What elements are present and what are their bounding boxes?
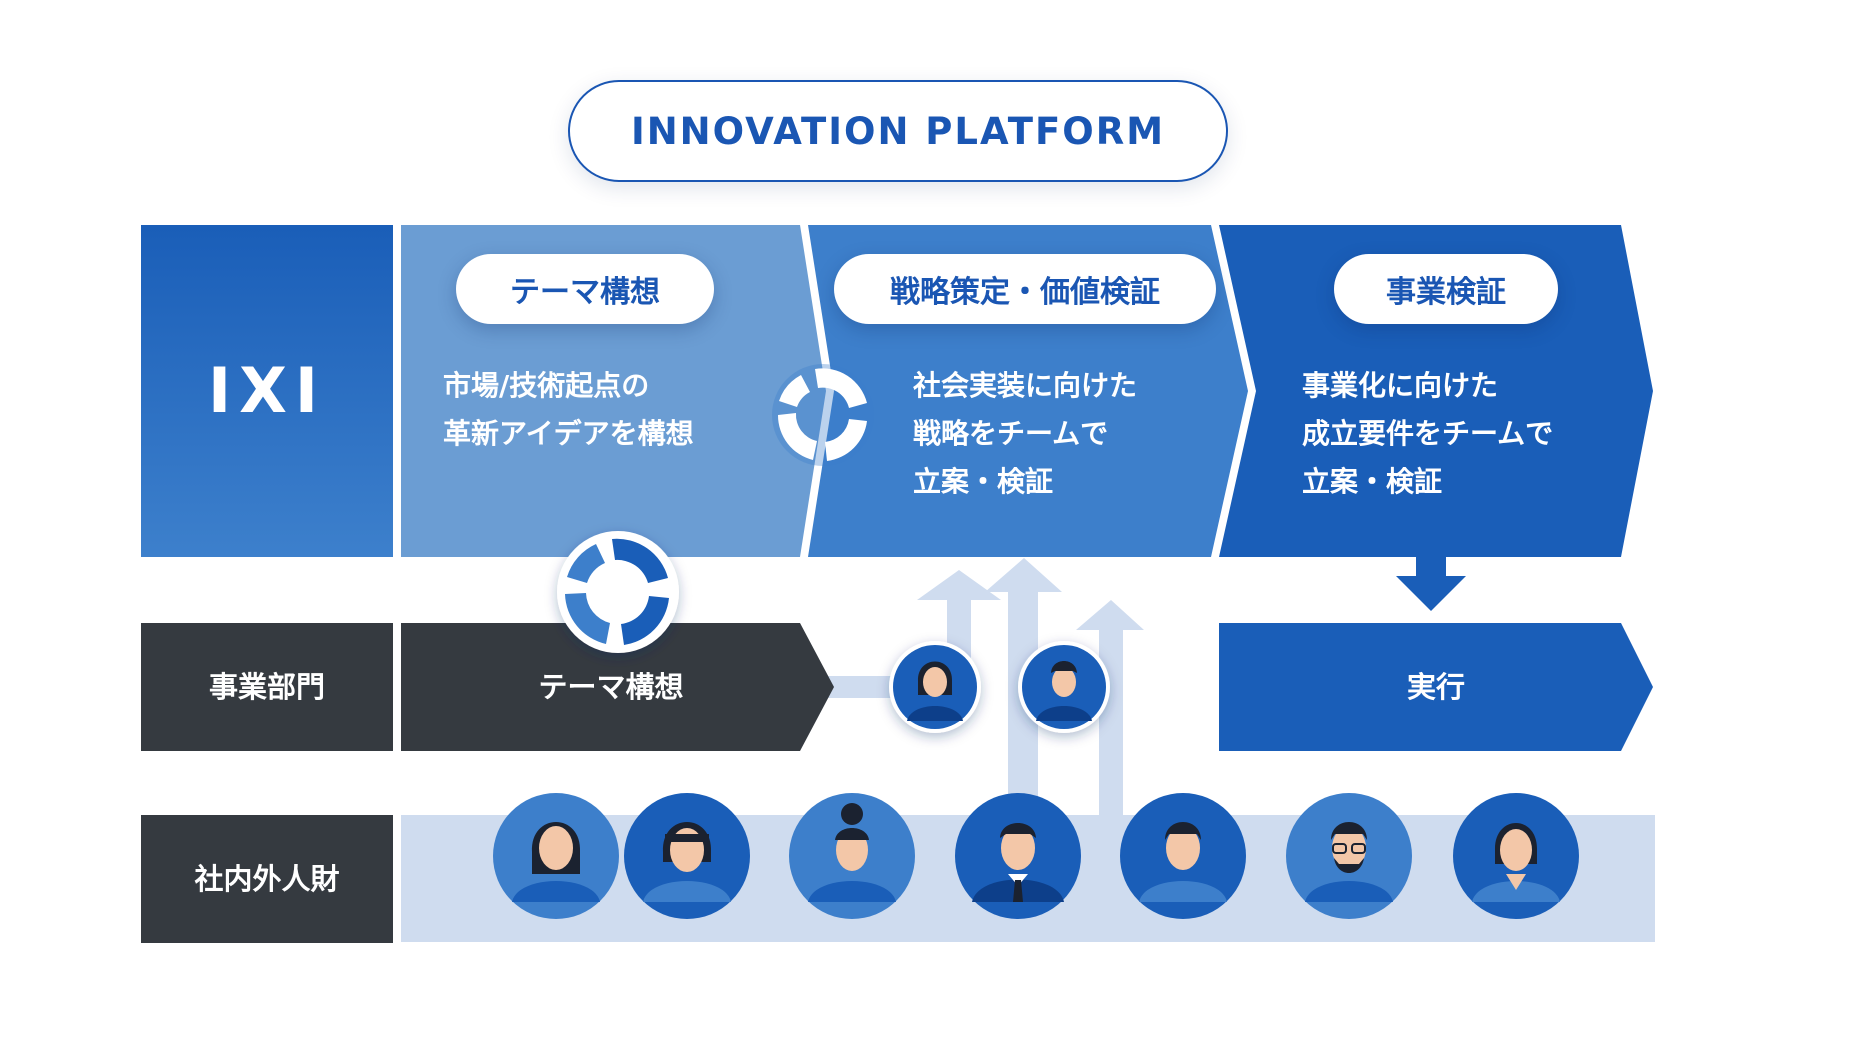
execution-chevron [1219,623,1653,751]
ixi-row-label-box [141,225,393,557]
talent-avatar-1 [493,793,619,919]
stage-business-description: 事業化に向けた 成立要件をチームで 立案・検証 [1302,369,1554,498]
execution-label: 実行 [1406,669,1465,704]
talent-avatar-7 [1453,793,1579,919]
talent-avatar-6 [1286,793,1412,919]
stage-theme-pill: テーマ構想 [456,254,714,324]
talent-avatar-4 [955,793,1081,919]
member-avatar-1 [889,641,981,733]
up-arrow-3 [1076,600,1144,815]
cycle-icon-upper [772,364,874,466]
business-row-label-box [141,623,393,751]
talent-label: 社内外人財 [194,861,340,896]
talent-avatar-2 [624,793,750,919]
talent-avatar-3 [789,793,915,919]
ixi-label: IXI [208,354,326,427]
business-department-label: 事業部門 [208,669,325,704]
member-avatar-2 [1018,641,1110,733]
platform-title: INNOVATION PLATFORM [568,80,1228,182]
stage-strategy-description: 社会実装に向けた 戦略をチームで 立案・検証 [913,369,1138,498]
cycle-icon-lower [557,531,679,653]
business-theme-chevron [401,623,834,751]
up-arrow-1 [917,570,1001,680]
stage-strategy-pill: 戦略策定・価値検証 [834,254,1216,324]
business-theme-label: テーマ構想 [538,669,684,704]
talent-avatar-5 [1120,793,1246,919]
stage-theme-description: 市場/技術起点の 革新アイデアを構想 [443,369,694,450]
down-arrow [1396,557,1466,611]
stage-business-pill: 事業検証 [1334,254,1558,324]
talent-row-label-box [141,815,393,943]
